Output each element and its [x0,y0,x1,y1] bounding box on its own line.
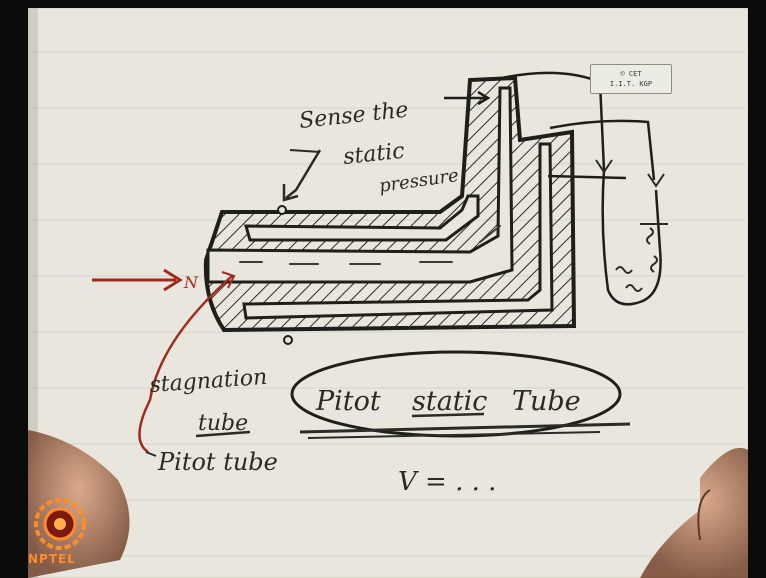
label-n: N [183,273,199,292]
pitot-static-tube-drawing [203,75,577,345]
nptel-label: NPTEL [28,552,76,566]
flow-inlet-arrow [92,268,183,292]
ruled-lines [30,51,745,557]
equation: V = . . . [398,467,496,497]
title-ellipse [290,350,622,438]
title-static: static [412,386,487,417]
manometer-fluid [595,159,668,292]
copyright-line1: © CET [620,70,642,78]
copyright-line2: I.I.T. KGP [609,80,653,88]
title-pitot: Pitot [315,386,381,417]
presenter-hands [28,430,766,578]
title-tube: Tube [512,386,581,417]
label-pitot-tube: Pitot tube [157,448,278,476]
nptel-logo-icon [34,498,86,550]
copyright-box: © CET I.I.T. KGP [590,64,672,94]
